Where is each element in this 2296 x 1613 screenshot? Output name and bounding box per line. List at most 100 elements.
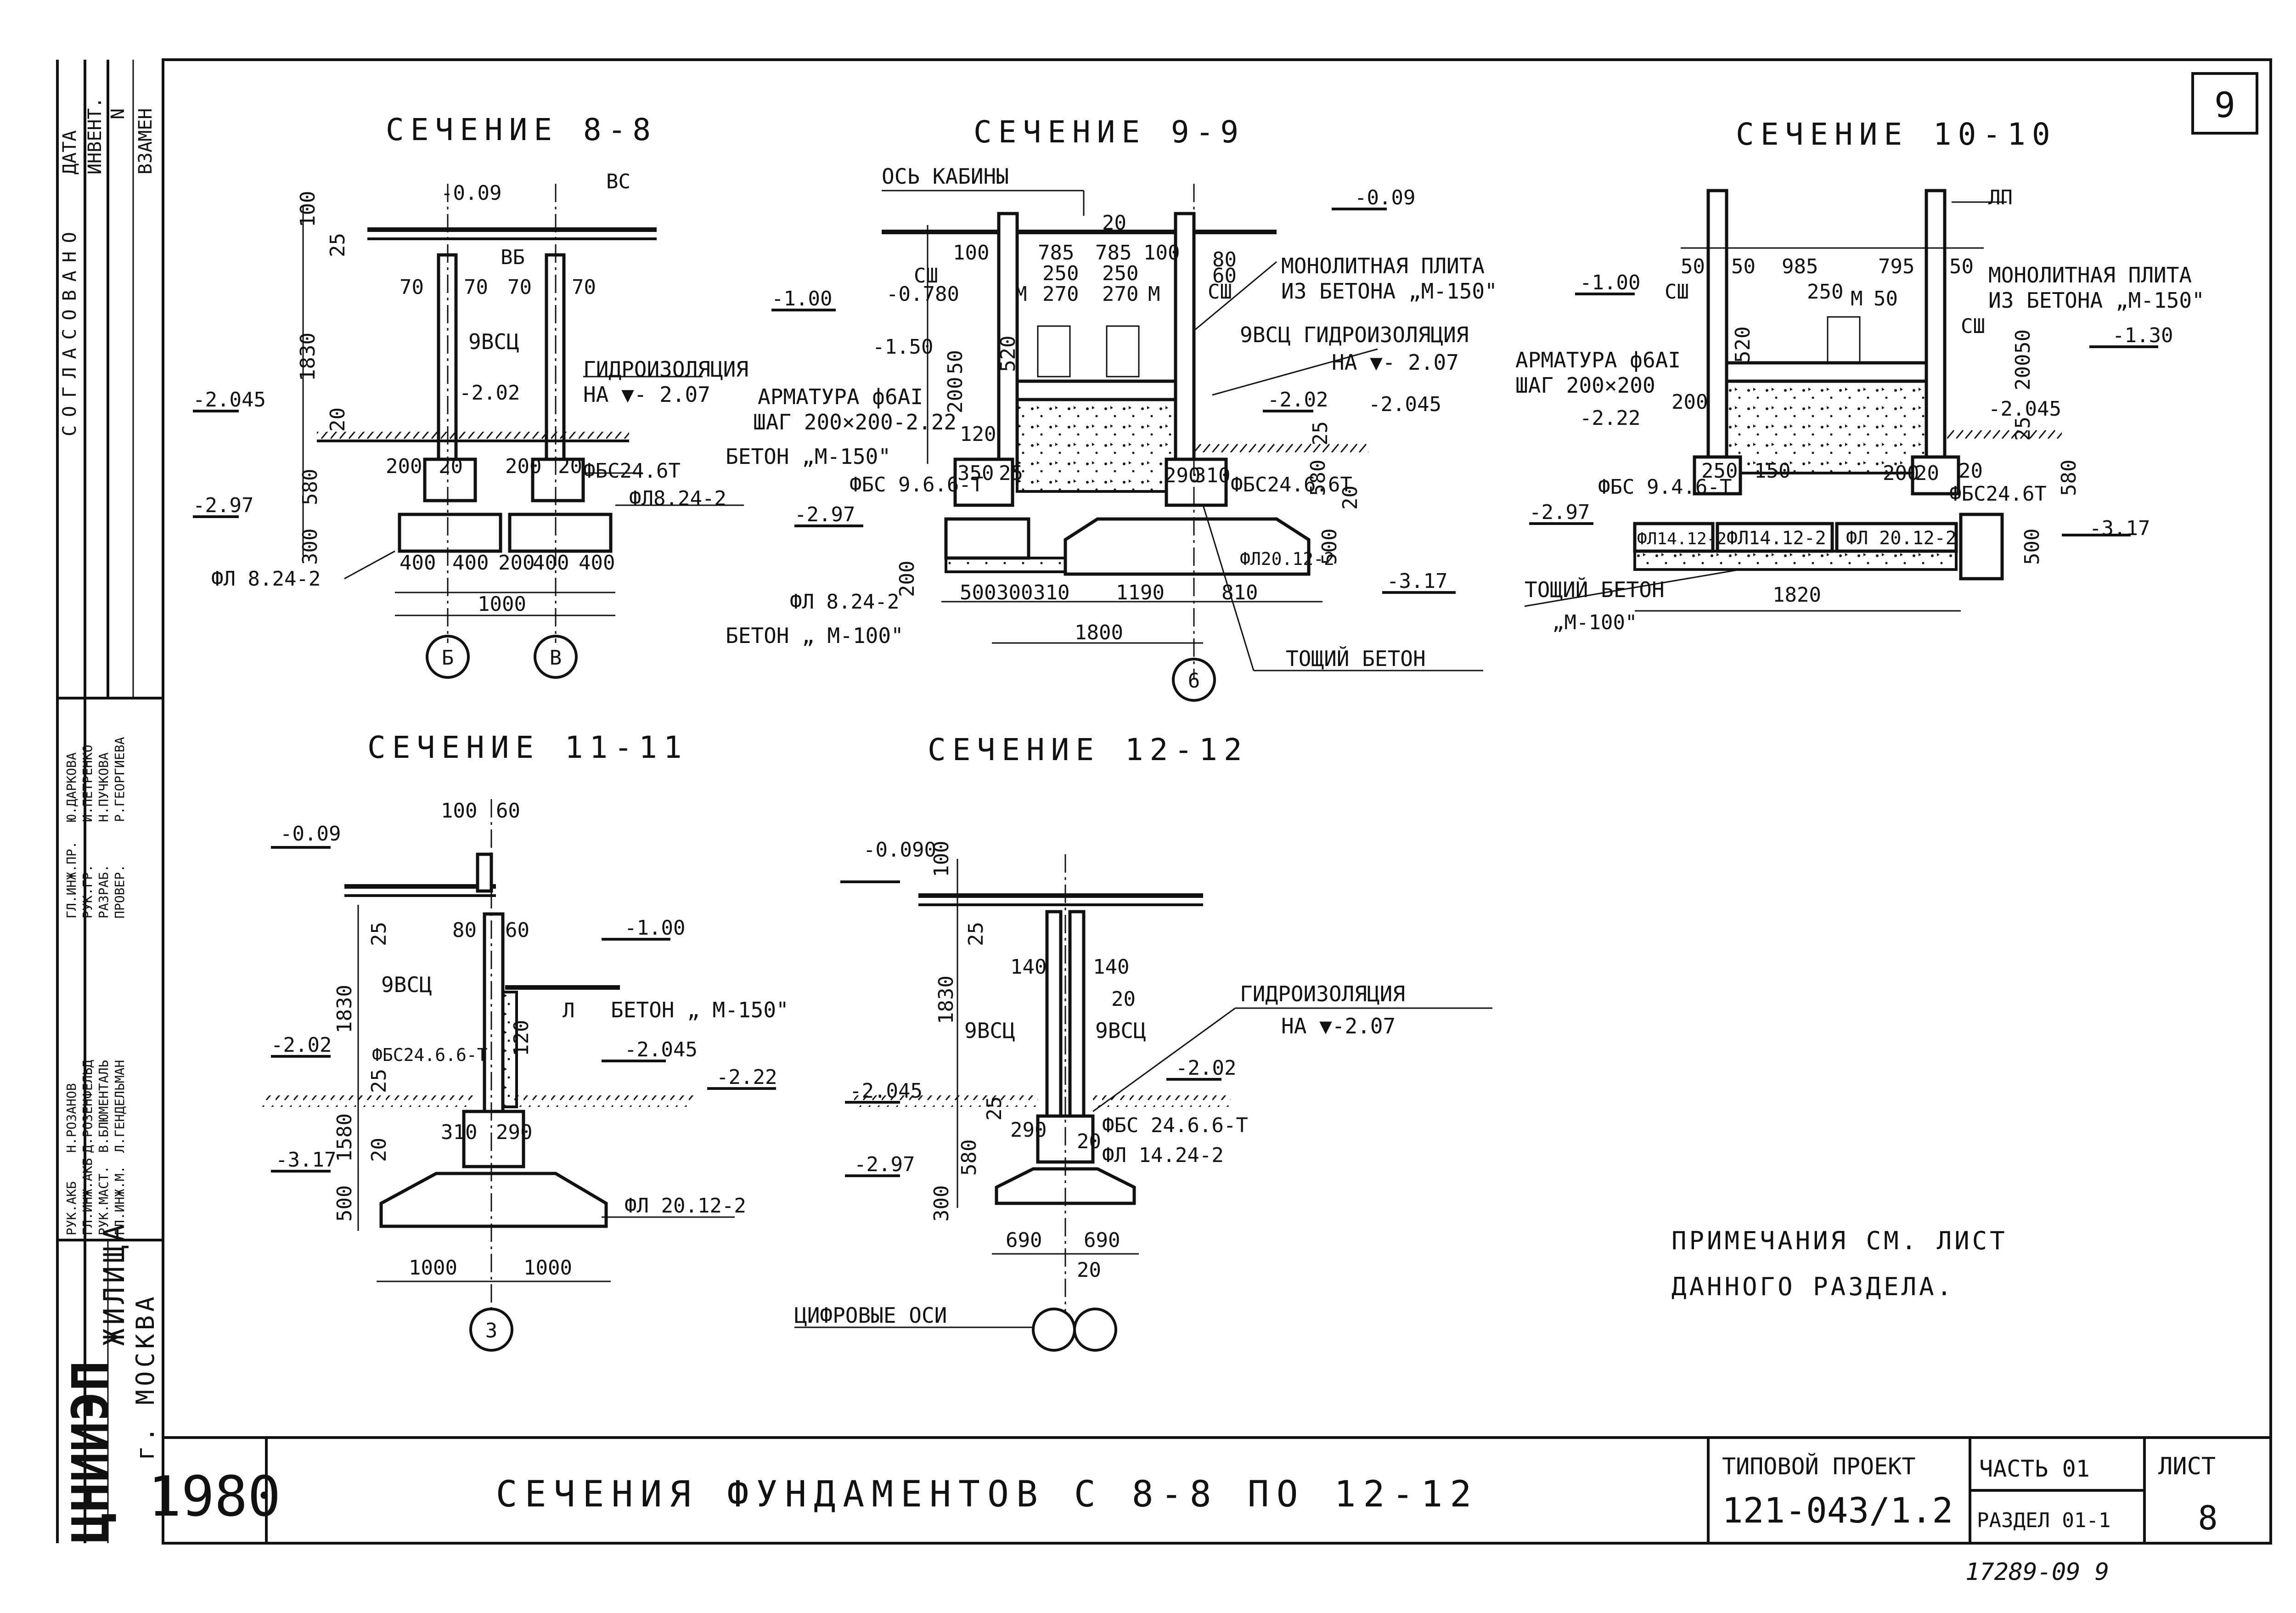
s1010-l0: ЛП: [1988, 186, 2013, 209]
s88-l16: 200: [386, 455, 422, 478]
s88-l2: 100: [296, 191, 320, 227]
s99-l0: ОСЬ КАБИНЫ: [882, 164, 1009, 189]
s99-l36: БЕТОН „М-150": [726, 444, 891, 469]
s1111-l25: 1000: [523, 1256, 572, 1280]
s99-l5: 100: [1143, 241, 1180, 265]
s99-l27: 9ВСЦ ГИДРОИЗОЛЯЦИЯ: [1240, 322, 1469, 347]
signature-block: РУК.АКБ ГЛ.ИНЖ.АКБ РУК.МАСТ. ГЛ.ИНЖ.М. Н…: [64, 737, 127, 1235]
s1212-l0: -0.090: [863, 838, 936, 862]
title-10-10: СЕЧЕНИЕ 10-10: [1736, 117, 2057, 152]
s1111-l12: -2.02: [271, 1033, 332, 1057]
s1212-l4: 140: [1010, 955, 1047, 979]
s99-l56: 200: [895, 561, 919, 597]
s99-l40: 290: [1164, 464, 1200, 487]
s1010-l15: 50: [2011, 329, 2035, 354]
title-8-8: СЕЧЕНИЕ 8-8: [386, 112, 657, 147]
s1010-l9: М: [1851, 287, 1863, 310]
s99-l28: НА ▼- 2.07: [1332, 350, 1459, 375]
s99-l48: 300: [996, 581, 1033, 604]
s99-l4: 785: [1095, 241, 1131, 265]
s1010-l17: -1.30: [2112, 324, 2173, 347]
s1010-l29: ФБС24.6Т: [1949, 482, 2047, 506]
s88-l15: 20: [326, 407, 349, 432]
s1010-l31: 580: [2057, 460, 2081, 496]
s99-l39: 25: [999, 462, 1023, 485]
s1111-l2: -0.09: [280, 822, 341, 846]
s88-l28: 200: [498, 551, 535, 575]
s99-l12: 270: [1042, 282, 1079, 306]
s1010-l34: ФЛ14.12-2: [1727, 528, 1826, 549]
sig-0: РУК.АКБ: [64, 1181, 79, 1235]
s1010-l30: 20: [1958, 459, 1983, 483]
s99-l54: 6: [1188, 669, 1200, 693]
sheet-frame: [162, 58, 2272, 1545]
section-8-8: СЕЧЕНИЕ 8-8 -0.09 ВС 100 ВБ: [193, 112, 748, 679]
s1111-l8: 9ВСЦ: [381, 972, 432, 997]
s99-l29: -0.09: [1355, 186, 1415, 209]
s99-l44: ФЛ 8.24-2: [790, 590, 899, 614]
s1111-l24: 1000: [409, 1256, 457, 1280]
s1212-l10: НА ▼-2.07: [1281, 1014, 1396, 1038]
org-sub1: ЖИЛИЩА: [97, 1221, 131, 1346]
s99-l16: -0.780: [886, 282, 959, 306]
s1111-l7: 1830: [333, 985, 356, 1033]
sig-8: ГЛ.ИНЖ.ПР.: [64, 841, 79, 919]
s1212-l2: 25: [964, 922, 988, 946]
s1111-l14: -2.045: [625, 1038, 698, 1061]
drawing-title: СЕЧЕНИЯ ФУНДАМЕНТОВ С 8-8 ПО 12-12: [496, 1474, 1479, 1515]
s88-l21: 580: [298, 469, 322, 505]
footer-stamp: 17289-09 9: [1965, 1558, 2109, 1586]
s99-l25: МОНОЛИТНАЯ ПЛИТА: [1281, 254, 1485, 278]
s1111-l3: 25: [367, 922, 391, 946]
s1111-l10: БЕТОН „ М-150": [611, 998, 789, 1022]
side-date: ДАТА: [59, 130, 80, 175]
side-stamp: СОГЛАСОВАНО ДАТА ИНВЕНТ. N ВЗАМЕН: [56, 60, 163, 1543]
s99-l19: 520: [996, 336, 1020, 372]
side-approved: СОГЛАСОВАНО: [59, 224, 80, 436]
s88-l17: 20: [439, 455, 463, 478]
part-label: ЧАСТЬ 01: [1979, 1455, 2090, 1482]
s1111-l13: ФБС24.6.6-Т: [372, 1045, 488, 1065]
s1010-l27: 20: [1915, 462, 1939, 485]
s1010-l32: -2.97: [1529, 501, 1590, 524]
s1212-l9: ГИДРОИЗОЛЯЦИЯ: [1240, 981, 1405, 1006]
s1010-l18: АРМАТУРА ф6АI: [1515, 348, 1681, 372]
s1010-l16: 200: [2011, 354, 2035, 390]
s1010-l10: 50: [1874, 287, 1898, 310]
sig-5: Д.РОЗЕНФЕЛЬД: [80, 1060, 95, 1153]
s88-l14: -2.045: [193, 388, 266, 412]
s1111-l11: 120: [510, 1020, 533, 1056]
s1111-l15: -2.22: [716, 1066, 777, 1089]
s88-l25: ФЛ 8.24-2: [211, 567, 321, 591]
s1212-l12: -2.02: [1176, 1056, 1236, 1080]
s1212-l22: 690: [1084, 1229, 1120, 1252]
section-9-9: СЕЧЕНИЕ 9-9: [726, 114, 1497, 702]
s1111-l4: 80: [452, 919, 477, 942]
s99-l1: 20: [1102, 211, 1126, 235]
s1111-l6: -1.00: [625, 916, 685, 940]
s99-l55: ТОЩИЙ БЕТОН: [1286, 646, 1426, 671]
sig-9: РУК.ГР.: [80, 864, 95, 919]
s1212-l16: -2.97: [854, 1153, 915, 1176]
s1212-l5: 140: [1093, 955, 1129, 979]
s99-l34: 20: [1339, 485, 1362, 510]
s1010-l35: ФЛ 20.12-2: [1846, 528, 1957, 549]
s1010-l2: СШ: [1665, 280, 1689, 304]
section-12-12: СЕЧЕНИЕ 12-12 -0.090 100 25 1830 140: [794, 732, 1492, 1352]
s99-l23: АРМАТУРА ф6АI: [758, 384, 923, 409]
s1010-l20: 200: [1671, 390, 1708, 414]
s1010-l12: МОНОЛИТНАЯ ПЛИТА: [1988, 263, 2192, 288]
s88-l33: В: [550, 646, 562, 670]
s1010-l7: 50: [1949, 255, 1974, 278]
s99-l46: БЕТОН „ М-100": [726, 623, 904, 648]
s99-l42: ФБС24.6.6Т: [1231, 473, 1352, 496]
s99-l41: 310: [1194, 464, 1230, 487]
s88-l27: 400: [452, 551, 489, 575]
s99-l51: 810: [1221, 581, 1258, 604]
s1212-l6: 20: [1111, 987, 1136, 1011]
sig-15: Р.ГЕОРГИЕВА: [112, 737, 127, 822]
s1010-l8: 250: [1807, 280, 1843, 304]
s99-l53: -3.17: [1387, 570, 1447, 593]
s1212-l17: 580: [957, 1139, 981, 1176]
year-label: 1980: [148, 1465, 281, 1529]
